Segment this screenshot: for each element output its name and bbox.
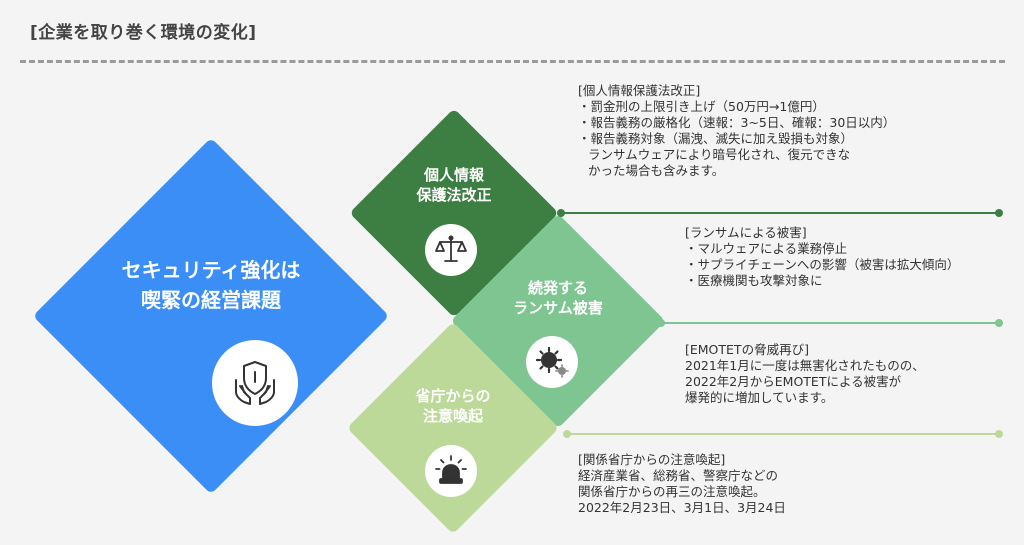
gov-description: [関係省庁からの注意喚起] 経済産業省、総務省、警察庁などの 関係省庁からの再三…	[578, 452, 786, 516]
main-diamond-label: セキュリティ強化は 喫緊の経営課題	[111, 255, 311, 315]
gov-line: 関係省庁からの再三の注意喚起。	[578, 484, 766, 499]
main-line2: 喫緊の経営課題	[141, 288, 281, 312]
emotet-line: 2022年2月からEMOTETによる被害が	[685, 374, 902, 389]
emotet-description: [EMOTETの脅威再び] 2021年1月に一度は無害化されたものの、 2022…	[685, 342, 925, 406]
main-diamond	[32, 137, 390, 495]
ransom-line2: ランサム被害	[513, 299, 603, 317]
law-item: ・罰金刑の上限引き上げ（50万円→1億円）	[578, 99, 825, 114]
law-connector-line	[557, 209, 1003, 217]
gov-heading: [関係省庁からの注意喚起]	[578, 452, 726, 467]
ransom-connector-line	[657, 319, 1003, 327]
ransom-heading: [ランサムによる被害]	[685, 225, 807, 240]
gov-line: 経済産業省、総務省、警察庁などの	[578, 468, 779, 483]
gov-line: 2022年2月23日、3月1日、3月24日	[578, 500, 786, 515]
ransom-diamond-label: 続発する ランサム被害	[493, 278, 623, 318]
ransom-item: ・サプライチェーンへの影響（被害は拡大傾向）	[685, 257, 960, 272]
gov-connector-line	[563, 430, 1003, 438]
gov-line1: 省庁からの	[415, 387, 491, 405]
emotet-line: 2021年1月に一度は無害化されたものの、	[685, 358, 925, 373]
gov-line2: 注意喚起	[422, 407, 483, 425]
ransom-item: ・マルウェアによる業務停止	[685, 241, 848, 256]
dashed-divider	[20, 60, 1005, 63]
law-line2: 保護法改正	[416, 186, 492, 204]
ransom-item: ・医療機関も攻撃対象に	[685, 273, 823, 288]
emotet-heading: [EMOTETの脅威再び]	[685, 342, 809, 357]
law-heading: [個人情報保護法改正]	[578, 83, 701, 98]
gov-diamond-label: 省庁からの 注意喚起	[388, 386, 518, 426]
main-line1: セキュリティ強化は	[121, 258, 301, 282]
siren-icon	[425, 445, 477, 497]
law-description: [個人情報保護法改正] ・罰金刑の上限引き上げ（50万円→1億円） ・報告義務の…	[578, 83, 895, 179]
law-line1: 個人情報	[423, 166, 484, 184]
law-item: ・報告義務の厳格化（速報：3~5日、確報：30日以内）	[578, 115, 896, 130]
law-item-continuation: ランサムウェアにより暗号化され、復元できな	[588, 147, 851, 162]
scales-icon	[425, 224, 477, 276]
page-title: [企業を取り巻く環境の変化]	[30, 23, 257, 43]
virus-icon	[526, 336, 578, 388]
law-item-continuation: かった場合も含みます。	[588, 163, 725, 178]
emotet-line: 爆発的に増加しています。	[685, 390, 834, 405]
ransom-description: [ランサムによる被害] ・マルウェアによる業務停止 ・サプライチェーンへの影響（…	[685, 225, 959, 289]
shield-hands-icon	[212, 340, 298, 426]
ransom-line1: 続発する	[527, 279, 588, 297]
law-diamond-label: 個人情報 保護法改正	[389, 165, 519, 205]
law-item: ・報告義務対象（漏洩、滅失に加え毀損も対象）	[578, 131, 854, 146]
